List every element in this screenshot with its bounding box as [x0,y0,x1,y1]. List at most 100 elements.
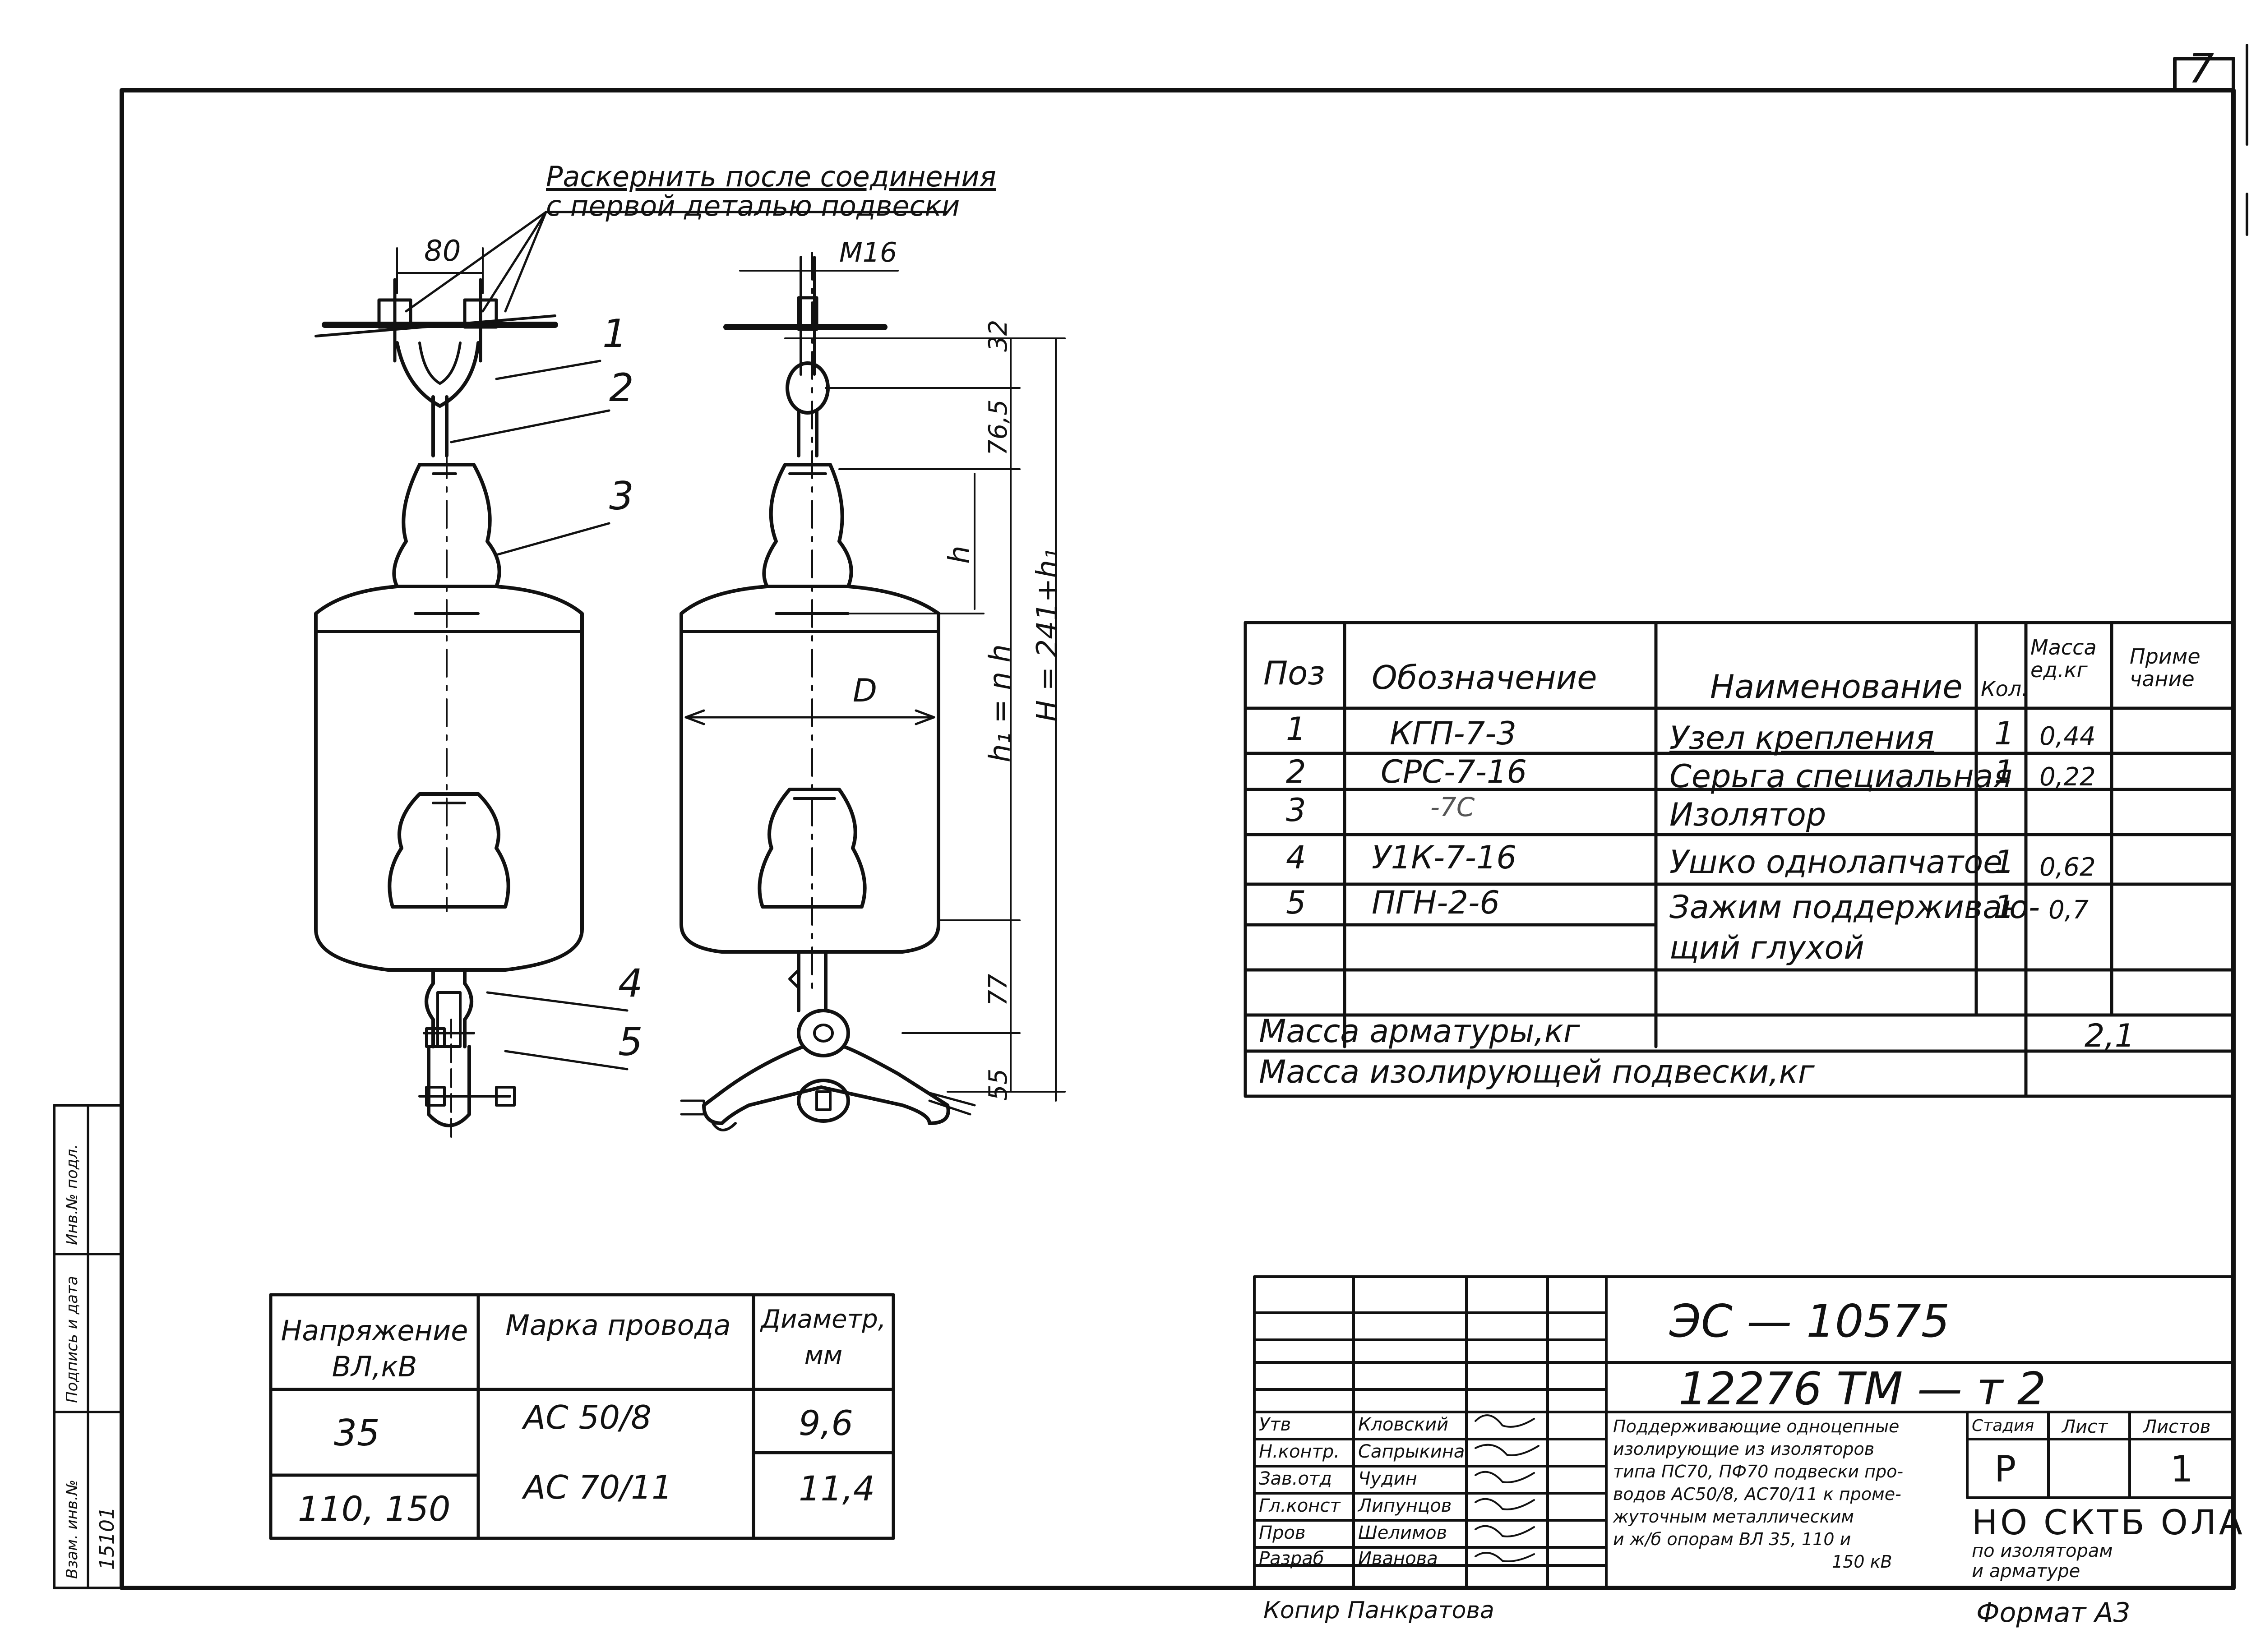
wire-header-diameter: Диаметр, мм [761,1305,886,1370]
spec-designation: СРС-7-16 [1381,753,1527,790]
spec-qty: 1 [1994,715,2015,752]
person-name: Шелимов [1358,1523,1447,1543]
spec-header-designation: Обозначение [1372,659,1597,697]
description-line: жуточным металлическим [1613,1507,1854,1527]
copier-line: Копир Панкратова [1263,1597,1494,1624]
spec-name: Узел крепления [1669,720,1934,757]
side-stamp-number: 15101 [96,1507,119,1570]
role-label: Гл.конст [1259,1495,1341,1516]
sheet-number-box [2173,57,2235,92]
dim-m16: M16 [839,237,897,268]
role-label: Утв [1259,1414,1291,1435]
spec-header-pos: Поз [1263,654,1325,692]
wire-voltage: 35 [334,1412,380,1454]
spec-designation: КГП-7-3 [1390,715,1516,752]
description-line: Поддерживающие одноцепные [1613,1417,1900,1436]
spec-mass: 0,44 [2039,722,2096,751]
wire-diameter: 11,4 [799,1468,875,1509]
wire-mark: АС 50/8 [523,1398,652,1436]
leader-2 [450,409,610,443]
drawing-code: 12276 ТМ — т 2 [1678,1362,2046,1415]
spec-designation: -7С [1430,792,1475,822]
mass-suspension-label: Масса изолирующей подвески,кг [1259,1053,1815,1090]
dim-D: D [853,672,877,709]
spec-header-name: Наименование [1710,668,1963,706]
wire-voltage: 110, 150 [298,1489,451,1529]
sheet-number: 7 [2188,45,2214,92]
spec-table-grid [1244,621,2235,1098]
org-sub-2: и арматуре [1972,1561,2080,1582]
person-name: Сапрыкина [1358,1441,1465,1462]
spec-mass: 0,62 [2039,853,2096,882]
dim-80: 80 [424,235,461,268]
side-stamp-replace: Взам. инв.№ [63,1479,81,1579]
leader-1 [495,360,601,380]
wire-table-grid [269,1293,895,1540]
spec-pos: 5 [1286,884,1306,921]
wire-mark: АС 70/11 [523,1468,672,1506]
stage-value: Р [1994,1448,2016,1490]
dim-h: h [943,545,976,564]
spec-name: Зажим поддерживаю- [1669,889,2040,926]
spec-pos: 1 [1286,711,1306,748]
spec-mass: 0,22 [2039,762,2096,792]
stage-label: Стадия [1972,1417,2034,1435]
spec-header-qty: Кол. [1981,677,2028,701]
description-line: водов АС50/8, АС70/11 к проме- [1613,1484,1901,1504]
spec-qty: 1 [1994,889,2015,926]
org-sub-1: по изоляторам [1972,1541,2113,1561]
wire-diameter: 9,6 [799,1403,853,1443]
description-line: 150 кВ [1832,1552,1892,1572]
spec-name: щий глухой [1669,929,1864,966]
spec-mass: 0,7 [2048,895,2089,925]
callout-4: 4 [618,961,643,1006]
wire-header-wire: Марка провода [505,1309,731,1342]
spec-designation: У1К-7-16 [1372,839,1517,876]
person-name: Липунцов [1358,1495,1452,1516]
description-line: типа ПС70, ПФ70 подвески про- [1613,1462,1904,1481]
title-block-grid [1253,1275,2235,1589]
format-label: Формат А3 [1976,1597,2131,1629]
sheets-value: 1 [2170,1448,2193,1490]
spec-qty: 1 [1994,753,2015,790]
dim-55: 55 [984,1068,1013,1101]
role-label: Разраб [1259,1548,1324,1569]
spec-name: Ушко однолапчатое [1669,844,2003,881]
spec-name: Серьга специальная [1669,758,2012,795]
callout-1: 1 [602,311,627,356]
spec-pos: 2 [1286,753,1306,790]
wire-header-voltage: Напряжение ВЛ,кВ [281,1314,468,1383]
mass-fittings-label: Масса арматуры,кг [1259,1013,1580,1050]
spec-header-mass: Масса ед.кг [2030,635,2097,682]
note-line-2: с первой деталью подвески [546,189,960,222]
dim-H: H = 241+h₁ [1031,548,1064,722]
org-name: НО СКТБ ОЛА [1972,1502,2245,1542]
description-line: изолирующие из изоляторов [1613,1439,1875,1459]
sheet-label: Лист [2062,1417,2108,1437]
dim-77: 77 [984,974,1013,1006]
dim-76-5: 76,5 [984,399,1013,456]
spec-name: Изолятор [1669,796,1826,833]
role-label: Пров [1259,1523,1306,1543]
spec-qty: 1 [1994,844,2015,881]
person-name: Иванова [1358,1548,1438,1569]
insulator-side-view [680,252,1066,1131]
description-line: и ж/б опорам ВЛ 35, 110 и [1613,1529,1851,1549]
callout-3: 3 [609,474,634,519]
sheets-label: Листов [2143,1417,2211,1437]
spec-header-note: Приме чание [2130,644,2201,691]
spec-pos: 3 [1286,792,1306,829]
callout-2: 2 [609,365,634,411]
mass-fittings-value: 2,1 [2085,1017,2135,1054]
dim-32: 32 [984,319,1013,352]
doc-code: ЭС — 10575 [1669,1295,1950,1347]
role-label: Н.контр. [1259,1441,1340,1462]
leader-5 [504,1050,629,1071]
signature-scribbles [1475,1414,1539,1562]
person-name: Чудин [1358,1468,1417,1489]
leader-4 [486,991,629,1012]
note-line-1: Раскернить после соединения [546,160,996,193]
person-name: Кловский [1358,1414,1449,1435]
insulator-front-view [314,211,949,1138]
